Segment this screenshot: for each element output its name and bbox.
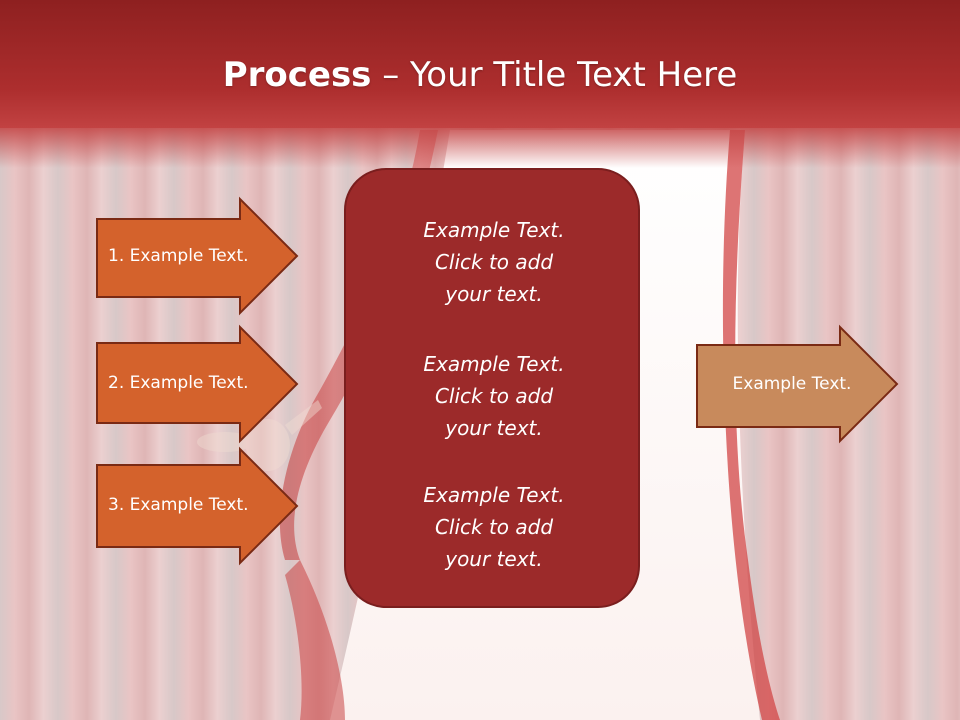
text-line: Example Text. [423,352,565,376]
input-arrow-2[interactable]: 2. Example Text. [96,324,299,444]
text-line: Click to add [434,515,554,539]
process-box[interactable]: Example Text. Click to add your text. Ex… [344,168,640,608]
arrow-shape [696,324,899,444]
text-line: Example Text. [423,218,565,242]
title-bold: Process [222,55,372,95]
text-line: Click to add [434,384,554,408]
input-arrow-label: 3. Example Text. [108,495,249,515]
text-line: your text. [445,416,543,440]
text-line: your text. [445,547,543,571]
title-rest: – Your Title Text Here [371,55,738,95]
process-text-block-3: Example Text. Click to add your text. [346,479,642,575]
arrow-shape [96,324,299,444]
text-line: Example Text. [423,483,565,507]
process-text-block-2: Example Text. Click to add your text. [346,348,642,444]
arrow-shape [96,446,299,566]
slide-title: Process – Your Title Text Here [0,52,960,98]
text-line: Click to add [434,250,554,274]
output-arrow[interactable]: Example Text. [696,324,899,444]
input-arrow-1[interactable]: 1. Example Text. [96,196,299,316]
input-arrow-label: 1. Example Text. [108,246,249,266]
text-line: your text. [445,282,543,306]
input-arrow-label: 2. Example Text. [108,373,249,393]
arrow-shape [96,196,299,316]
output-arrow-label: Example Text. [732,374,852,394]
process-text-block-1: Example Text. Click to add your text. [346,214,642,310]
input-arrow-3[interactable]: 3. Example Text. [96,446,299,566]
